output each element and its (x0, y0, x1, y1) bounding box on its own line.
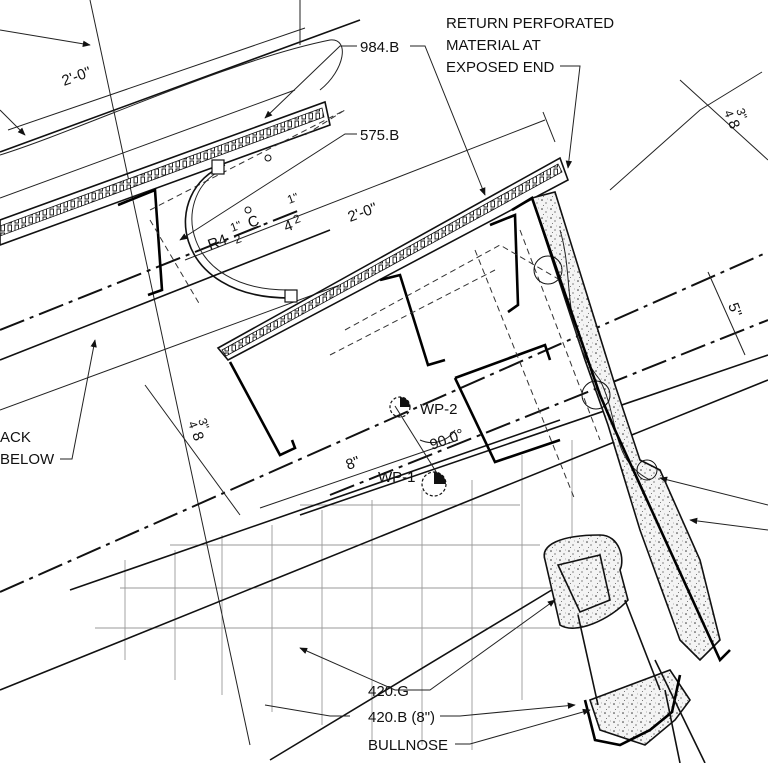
partial-label-below: BELOW (0, 451, 55, 468)
tag-420g: 420.G (368, 683, 409, 700)
concrete-wall (511, 191, 731, 663)
leader-lines (0, 29, 768, 745)
stringer-sections (117, 188, 561, 464)
dim-half-num: 1" (285, 190, 300, 207)
dim-right-frac-den: 4 (721, 108, 737, 119)
dim-five-in: 5" (724, 301, 745, 320)
centerlines (0, 209, 768, 593)
dim-eight-three-q-left: 8 (188, 430, 207, 444)
dim-radius-frac-den: 2 (232, 231, 243, 247)
bullnose-curb (543, 534, 706, 763)
annotation-labels: RETURN PERFORATED MATERIAL AT EXPOSED EN… (0, 15, 614, 754)
dim-half-den: 2 (291, 211, 302, 227)
dim-radius: R4 (206, 231, 230, 254)
wp1-label: WP-1 (378, 469, 416, 486)
hidden-lines (149, 109, 601, 501)
dim-eight-in: 8" (344, 453, 363, 474)
main-tread-strip (216, 156, 569, 362)
dim-right-frac-num: 3" (733, 106, 750, 121)
return-note-line-1: RETURN PERFORATED (446, 15, 614, 32)
return-note-line-2: MATERIAL AT (446, 37, 541, 54)
tag-575b: 575.B (360, 127, 399, 144)
dim-radius-frac-num: 1" (228, 218, 243, 235)
return-note-line-3: EXPOSED END (446, 59, 555, 76)
dim-left-frac-den: 4 (185, 419, 201, 430)
tag-984b: 984.B (360, 39, 399, 56)
partial-label-ack: ACK (0, 429, 31, 446)
floor-tile-grid (95, 440, 573, 750)
upper-tread-strip (0, 39, 343, 246)
dim-top-2ft: 2'-0" (60, 64, 94, 90)
bullnose-label: BULLNOSE (368, 737, 448, 754)
dimension-lines (7, 0, 768, 516)
dim-mid-2ft: 2'-0" (346, 200, 380, 226)
wp2-label: WP-2 (420, 401, 458, 418)
dim-centerline: C (246, 212, 262, 232)
work-point-wp1-symbol (421, 471, 447, 497)
dim-left-frac-num: 3" (195, 416, 212, 431)
dim-angle: 90.0° (428, 426, 467, 454)
radius-bracket (184, 154, 298, 303)
tag-420b: 420.B (8") (368, 709, 435, 726)
work-point-wp2-symbol (389, 396, 411, 418)
